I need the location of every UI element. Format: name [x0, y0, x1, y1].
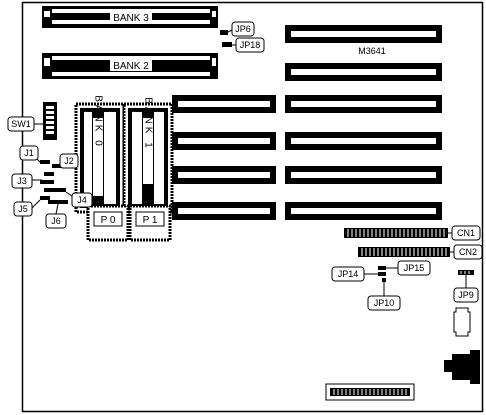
jp18-jumper: JP18: [222, 37, 265, 53]
j3-label: J3: [17, 176, 27, 186]
j1-label: J1: [24, 148, 34, 158]
expansion-slots-right: [285, 25, 442, 220]
keyboard-connector: [444, 350, 480, 384]
j4-callout: J4: [65, 191, 93, 208]
jp14-label: JP14: [338, 269, 359, 279]
simm-bank-3: BANK 3: [42, 6, 218, 28]
bottom-connector: [325, 383, 415, 401]
jp14-callout: JP14: [331, 266, 378, 282]
cn2-connector: CN2: [358, 244, 483, 260]
jp15-label: JP15: [404, 263, 425, 273]
bank1-label: BANK 1: [143, 97, 154, 151]
j1-callout: J1: [19, 145, 41, 163]
expansion-slots-middle: [172, 95, 276, 220]
j3-callout: J3: [11, 173, 42, 189]
jp10-label: JP10: [374, 298, 395, 308]
jp9-label: JP9: [458, 290, 474, 300]
jp9-jumper: JP9: [453, 270, 479, 303]
j5-label: J5: [18, 204, 28, 214]
sw1-dip-switch: SW1: [7, 102, 57, 140]
p0-socket: P 0: [86, 204, 130, 242]
j6-callout: J6: [45, 203, 67, 229]
jp10-callout: JP10: [367, 282, 401, 311]
bank3-label: BANK 3: [113, 13, 149, 24]
bank2-label: BANK 2: [113, 61, 149, 72]
jp15-callout: JP15: [386, 260, 431, 276]
p0-label: P 0: [101, 215, 116, 226]
j4-label: J4: [77, 195, 87, 205]
bank0-array: BANK 0: [74, 95, 126, 214]
sw1-label: SW1: [11, 119, 31, 129]
cn2-label: CN2: [459, 247, 477, 257]
battery-outline: [453, 307, 471, 337]
cn1-label: CN1: [457, 228, 475, 238]
j6-label: J6: [51, 216, 61, 226]
p1-label: P 1: [143, 215, 158, 226]
jp14-15-10-jumpers: [378, 266, 386, 282]
jp6-jumper: JP6: [220, 21, 255, 37]
bank0-label: BANK 0: [93, 95, 104, 149]
jp18-label: JP18: [240, 40, 261, 50]
j5-callout: J5: [13, 199, 41, 217]
cn1-connector: CN1: [344, 225, 481, 241]
p1-socket: P 1: [128, 204, 172, 242]
jp6-label: JP6: [235, 24, 251, 34]
j2-label: J2: [64, 156, 74, 166]
j2-callout: J2: [55, 153, 79, 169]
simm-bank-2: BANK 2: [42, 53, 218, 79]
model-label: M3641: [358, 46, 386, 56]
bank1-array: BANK 1: [122, 97, 174, 214]
